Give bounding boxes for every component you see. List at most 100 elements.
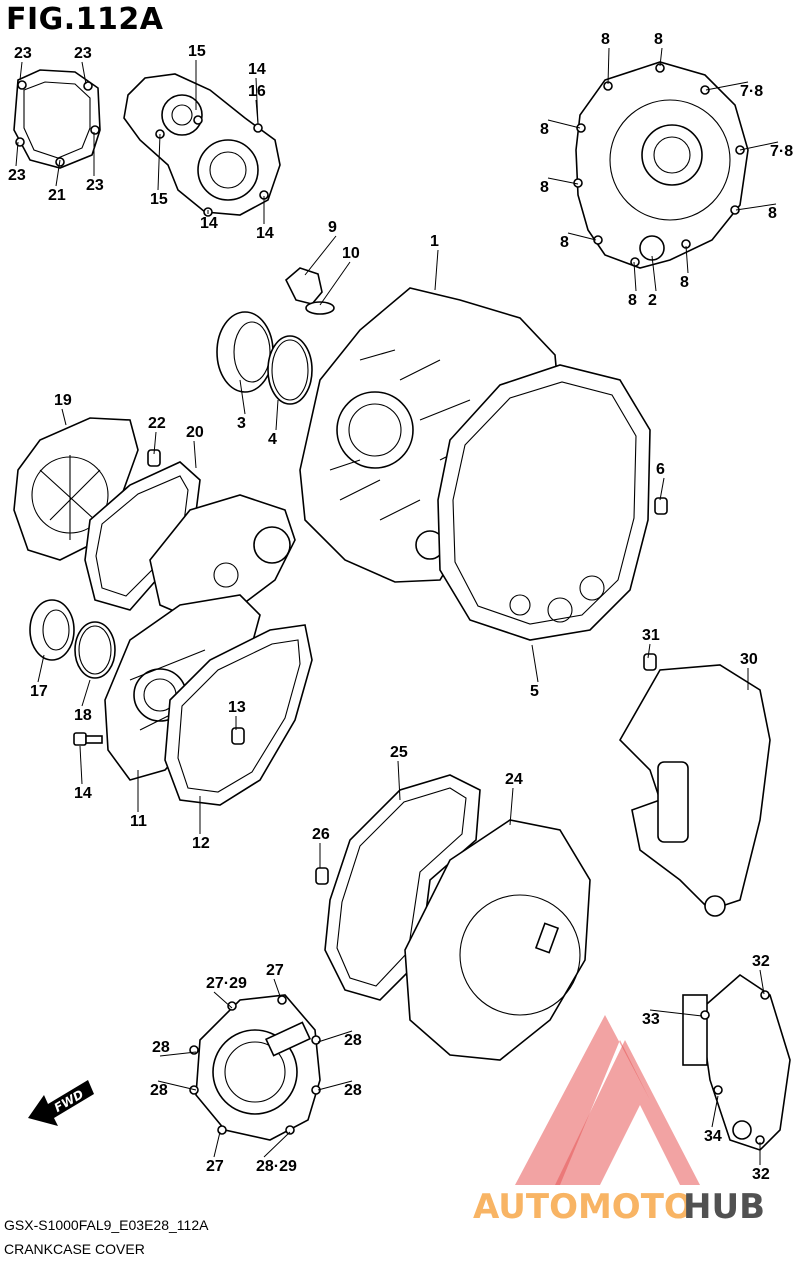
callout-label: 28 (344, 1082, 362, 1099)
callout-leader (647, 643, 651, 659)
callout-label: 14 (248, 61, 266, 78)
callout-leader (705, 81, 749, 91)
callout-leader (759, 969, 765, 995)
callout-label: 18 (74, 707, 92, 724)
callout-label: 7·8 (740, 83, 763, 100)
callout-label: 2 (648, 292, 657, 309)
callout-label: 27 (266, 962, 284, 979)
part-3-oil-seal (216, 311, 274, 393)
callout-label: 28 (152, 1039, 170, 1056)
callout-label: 14 (200, 215, 218, 232)
callout-leader (275, 399, 279, 431)
callout-leader (567, 232, 597, 241)
callout-label: 19 (54, 392, 72, 409)
callout-leader (55, 159, 61, 187)
callout-label: 8 (628, 292, 637, 309)
callout-label: 13 (228, 699, 246, 716)
part-21-small-cover (13, 69, 101, 169)
footer-code: GSX-S1000FAL9_E03E28_112A (4, 1217, 209, 1233)
callout-leader (685, 245, 689, 274)
fwd-arrow: FWD (28, 1080, 94, 1126)
callout-leader (547, 177, 579, 185)
callout-label: 22 (148, 415, 166, 432)
part-16-pump-cover (123, 73, 281, 217)
callout-label: 4 (268, 431, 277, 448)
callout-leader (397, 760, 401, 801)
callout-label: 14 (256, 225, 274, 242)
callout-label: 17 (30, 683, 48, 700)
callout-label: 23 (86, 177, 104, 194)
callout-label: 27·29 (206, 975, 247, 992)
callout-label: 30 (740, 651, 758, 668)
callout-leader (81, 679, 91, 707)
callout-label: 23 (74, 45, 92, 62)
callout-label: 28 (150, 1082, 168, 1099)
part-1-crankcase-cover (299, 287, 561, 583)
callout-leader (317, 1080, 353, 1091)
callout-label: 8 (540, 179, 549, 196)
callout-label: 25 (390, 744, 408, 761)
callout-label: 8 (540, 121, 549, 138)
callout-label: 3 (237, 415, 246, 432)
part-6-dowel-pin (654, 497, 668, 515)
callout-label: 1 (430, 233, 439, 250)
callout-leader (659, 477, 665, 501)
callout-leader (739, 141, 779, 151)
callout-leader (547, 119, 581, 129)
callout-leader (711, 1095, 719, 1128)
callout-label: 27 (206, 1158, 224, 1175)
callout-label: 15 (188, 43, 206, 60)
callout-leader (434, 249, 439, 291)
callout-label: 32 (752, 953, 770, 970)
callout-leader (213, 1131, 221, 1158)
callout-label: 10 (342, 245, 360, 262)
callout-leader (61, 408, 67, 426)
part-30-cover-bracket (619, 664, 771, 917)
callout-label: 24 (505, 771, 523, 788)
callout-leader (509, 787, 514, 826)
callout-label: 8 (601, 31, 610, 48)
callout-leader (633, 261, 637, 292)
callout-label: 31 (642, 627, 660, 644)
part-27-cover (189, 994, 321, 1141)
callout-label: 34 (704, 1128, 722, 1145)
watermark-logo: AUTOMOTO HUB (473, 1015, 765, 1227)
callout-label: 6 (656, 461, 665, 478)
callout-leader (81, 61, 87, 85)
callout-leader (319, 261, 351, 306)
callout-label: 23 (8, 167, 26, 184)
part-14-bolt (73, 732, 103, 746)
part-12-gasket (164, 624, 313, 806)
callout-label: 11 (130, 813, 147, 830)
callout-leader (157, 1080, 197, 1091)
callout-label: 20 (186, 424, 204, 441)
callout-label: 14 (74, 785, 92, 802)
fwd-label: FWD (52, 1087, 86, 1115)
figure-title: FIG.112A (6, 2, 164, 37)
callout-label: 23 (14, 45, 32, 62)
part-32-small-cover (682, 973, 791, 1151)
callout-leader (607, 47, 610, 85)
callout-leader (213, 991, 233, 1009)
callout-label: 9 (328, 219, 337, 236)
callout-leader (159, 1051, 197, 1057)
callout-label: 21 (48, 187, 66, 204)
part-18-o-ring (74, 621, 116, 679)
callout-label: 28·29 (256, 1158, 297, 1175)
callout-label: 8 (768, 205, 777, 222)
part-9-oil-filler-cap (285, 267, 335, 315)
callout-label: 28 (344, 1032, 362, 1049)
part-7-clutch-cover (573, 61, 749, 269)
callout-label: 8 (680, 274, 689, 291)
callout-leader (37, 654, 45, 683)
callout-label: 15 (150, 191, 168, 208)
callout-leader (255, 99, 259, 125)
part-24-generator-cover (404, 819, 591, 1061)
callout-leader (79, 745, 83, 785)
callout-leader (649, 1009, 703, 1017)
footer-name: CRANKCASE COVER (4, 1241, 145, 1257)
part-13-dowel-pin (231, 727, 245, 745)
callout-leader (19, 61, 23, 81)
